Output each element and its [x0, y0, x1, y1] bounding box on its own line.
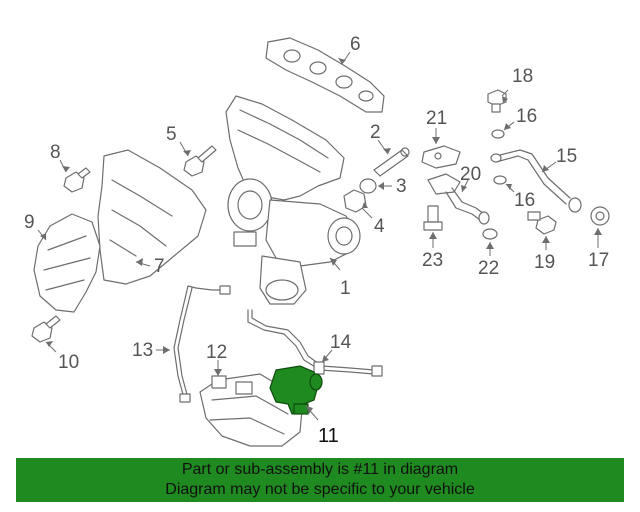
callout-18: 18	[512, 66, 533, 87]
part-15-pipe	[490, 149, 582, 213]
part-16-washer-upper	[491, 129, 505, 139]
callout-20: 20	[460, 164, 481, 185]
callout-13: 13	[132, 340, 153, 361]
callout-15: 15	[556, 146, 577, 167]
part-18-bolt	[487, 89, 507, 113]
part-21-flange	[421, 145, 461, 169]
callout-16-upper: 16	[516, 106, 537, 127]
callout-2: 2	[370, 122, 381, 143]
banner-line-1: Part or sub-assembly is #11 in diagram	[181, 461, 459, 478]
callout-22: 22	[478, 258, 499, 279]
part-17-seal	[590, 206, 610, 226]
callout-3: 3	[396, 176, 407, 197]
callout-17: 17	[588, 250, 609, 271]
part-16-washer-lower	[493, 175, 507, 185]
callout-7: 7	[154, 256, 165, 277]
part-5-bolt	[183, 145, 217, 177]
callout-10: 10	[58, 352, 79, 373]
callout-4: 4	[374, 216, 385, 237]
part-20-pipe	[427, 173, 490, 225]
part-19-bolt	[527, 211, 557, 235]
callout-9: 9	[24, 212, 35, 233]
callout-11: 11	[318, 425, 339, 447]
callout-21: 21	[426, 108, 447, 129]
callout-16-lower: 16	[514, 190, 535, 211]
part-23-bolt	[423, 205, 443, 231]
part-1-turbocharger	[225, 95, 361, 305]
part-6-gasket	[265, 37, 385, 113]
callout-6: 6	[350, 34, 361, 55]
part-14-vacuum-line	[247, 309, 383, 377]
part-2-stud	[373, 147, 410, 177]
callout-1: 1	[340, 278, 351, 299]
part-3-washer	[359, 178, 377, 194]
part-10-bolt	[31, 315, 61, 343]
part-8-bolt	[63, 167, 91, 193]
banner-line-2: Diagram may not be specific to your vehi…	[165, 481, 475, 498]
callout-23: 23	[422, 250, 443, 271]
callout-12: 12	[206, 342, 227, 363]
part-7-heat-shield	[97, 149, 207, 285]
part-11-solenoid-valve	[269, 365, 323, 415]
part-22-washer	[482, 228, 498, 240]
part-info-banner: Part or sub-assembly is #11 in diagram D…	[16, 458, 624, 502]
callout-5: 5	[166, 124, 177, 145]
callout-14: 14	[330, 332, 352, 353]
part-13-hose	[173, 285, 231, 403]
callout-19: 19	[534, 252, 555, 273]
callout-8: 8	[50, 142, 61, 163]
parts-diagram: 1 2 3 4 5 6 7 8 9 10 11 12 13 14 15 16 1…	[24, 34, 610, 447]
part-9-heat-shield	[33, 213, 101, 313]
